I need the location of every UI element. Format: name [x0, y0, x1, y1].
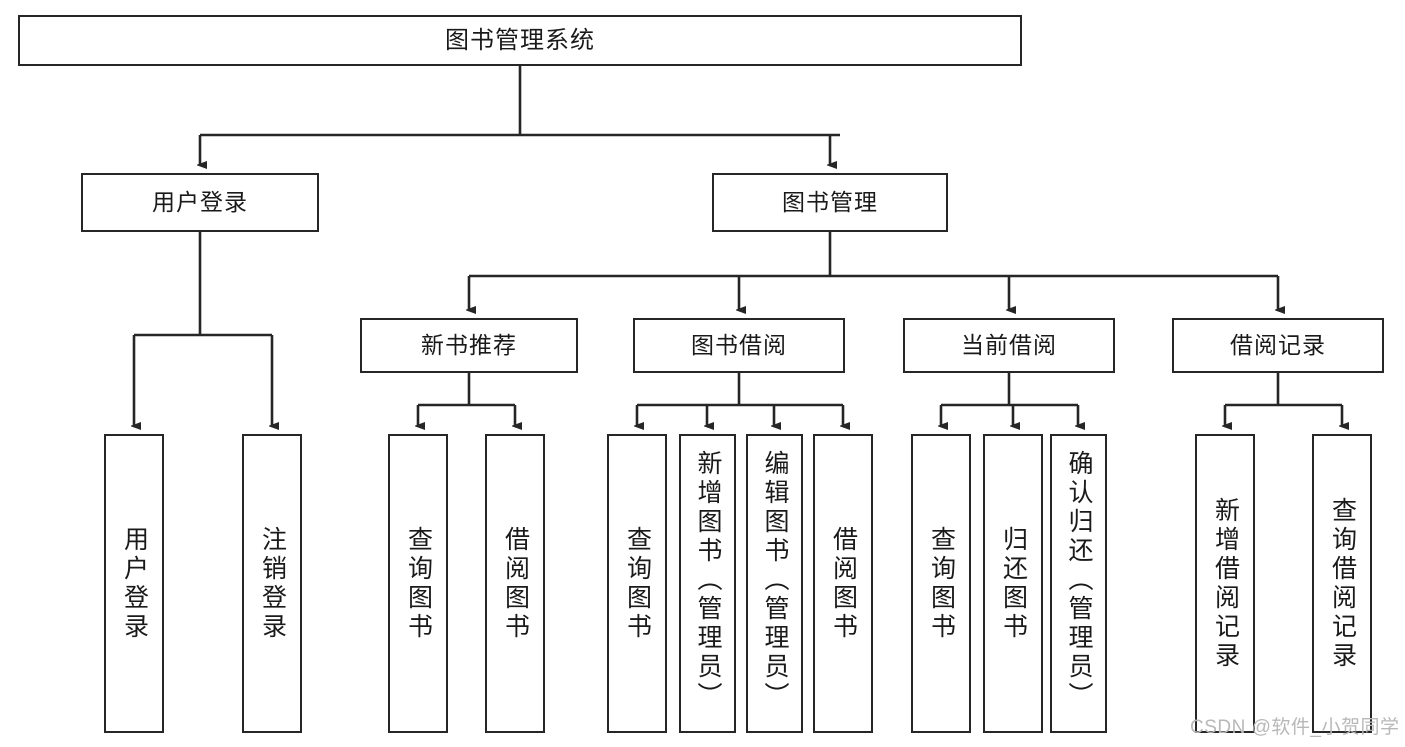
node-leaf-borrow-book-1-label: 借阅图书: [501, 525, 530, 642]
node-leaf-add-book-label: 新增图书（管理员）: [694, 450, 722, 711]
node-leaf-user-login[interactable]: 用户登录: [104, 434, 164, 733]
node-leaf-query-book-2[interactable]: 查询图书: [607, 434, 667, 733]
node-leaf-add-book[interactable]: 新增图书（管理员）: [679, 434, 736, 733]
node-book-borrow[interactable]: 图书借阅: [633, 318, 845, 373]
node-borrow-record[interactable]: 借阅记录: [1172, 318, 1384, 373]
node-user-login[interactable]: 用户登录: [81, 173, 319, 232]
node-new-book-rec-label: 新书推荐: [421, 332, 517, 359]
node-book-manage-label: 图书管理: [782, 189, 878, 216]
node-leaf-edit-book-label: 编辑图书（管理员）: [761, 450, 789, 711]
csdn-watermark: CSDN @软件_小贺同学: [1190, 717, 1400, 738]
node-leaf-edit-book[interactable]: 编辑图书（管理员）: [746, 434, 803, 733]
node-leaf-query-book-1-label: 查询图书: [404, 525, 433, 642]
node-leaf-return-book-label: 归还图书: [999, 525, 1028, 642]
node-leaf-add-record-label: 新增借阅记录: [1211, 496, 1240, 671]
node-leaf-user-logout-label: 注销登录: [258, 525, 287, 642]
node-book-manage[interactable]: 图书管理: [712, 173, 948, 232]
node-book-borrow-label: 图书借阅: [691, 332, 787, 359]
node-new-book-rec[interactable]: 新书推荐: [360, 318, 578, 373]
node-current-borrow-label: 当前借阅: [961, 332, 1057, 359]
node-leaf-query-book-1[interactable]: 查询图书: [388, 434, 448, 733]
node-leaf-add-record[interactable]: 新增借阅记录: [1195, 434, 1255, 733]
node-leaf-user-login-label: 用户登录: [120, 525, 149, 642]
node-root-system[interactable]: 图书管理系统: [18, 15, 1022, 66]
node-user-login-label: 用户登录: [152, 189, 248, 216]
node-leaf-user-logout[interactable]: 注销登录: [242, 434, 302, 733]
node-leaf-borrow-book-2[interactable]: 借阅图书: [813, 434, 873, 733]
node-leaf-query-record[interactable]: 查询借阅记录: [1312, 434, 1372, 733]
node-leaf-query-book-3-label: 查询图书: [927, 525, 956, 642]
node-current-borrow[interactable]: 当前借阅: [903, 318, 1115, 373]
node-leaf-query-record-label: 查询借阅记录: [1328, 496, 1357, 671]
node-leaf-borrow-book-2-label: 借阅图书: [829, 525, 858, 642]
node-leaf-confirm-return[interactable]: 确认归还（管理员）: [1050, 434, 1107, 733]
node-borrow-record-label: 借阅记录: [1230, 332, 1326, 359]
node-leaf-confirm-return-label: 确认归还（管理员）: [1065, 450, 1093, 711]
node-leaf-return-book[interactable]: 归还图书: [983, 434, 1043, 733]
node-root-label: 图书管理系统: [445, 26, 595, 54]
node-leaf-query-book-2-label: 查询图书: [623, 525, 652, 642]
node-leaf-query-book-3[interactable]: 查询图书: [911, 434, 971, 733]
node-leaf-borrow-book-1[interactable]: 借阅图书: [485, 434, 545, 733]
